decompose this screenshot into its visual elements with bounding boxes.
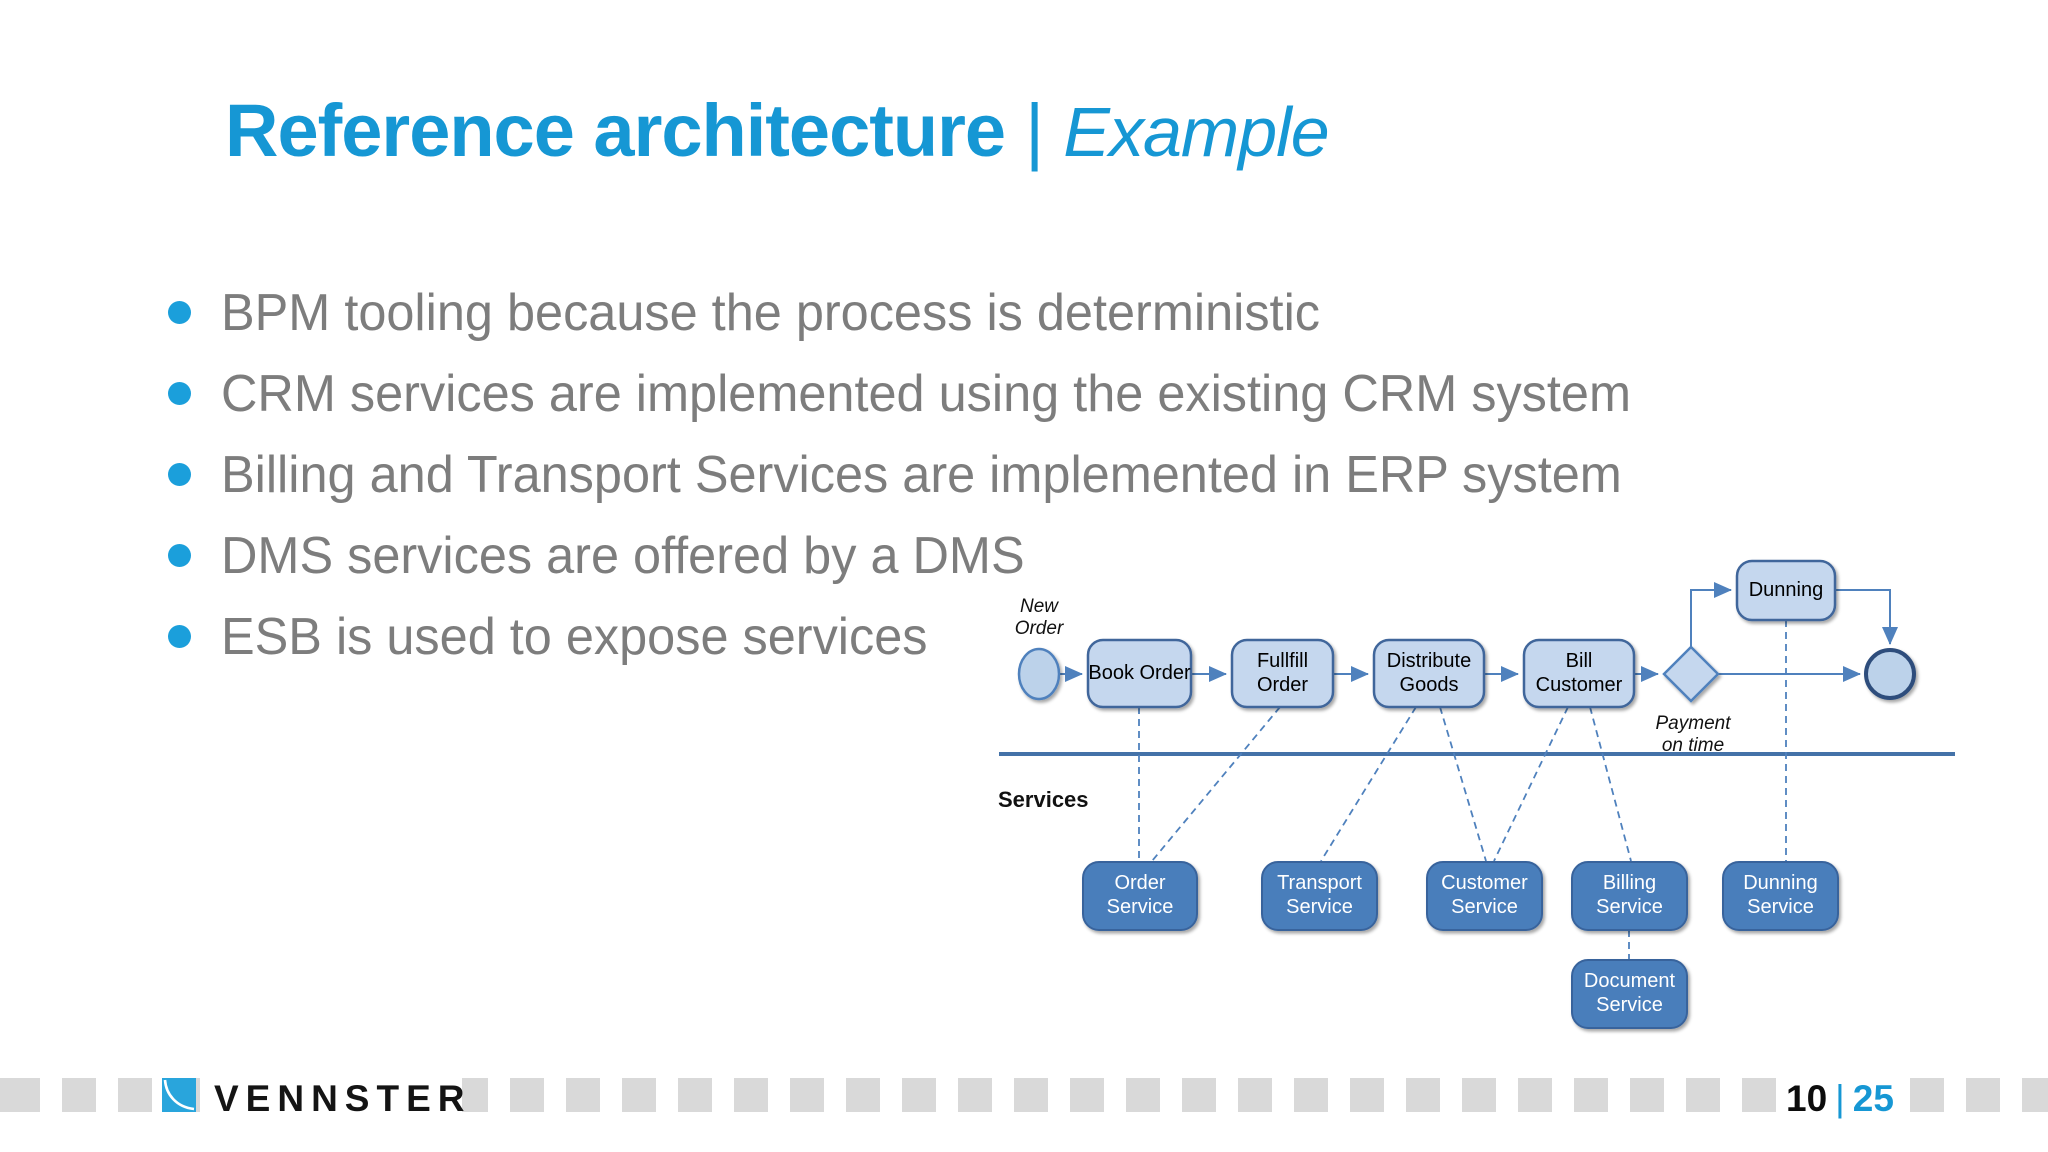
bullet-icon [168,301,191,324]
dunning-service-box [1722,861,1839,931]
bullet-text: BPM tooling because the process is deter… [221,283,1320,342]
page-number: 10|25 [1786,1078,1894,1120]
task-dunning-box [1735,559,1837,622]
sequence-flow-arrows [1060,582,1898,682]
task-book-order-label: Book Order [1088,661,1191,684]
services-lane-label: Services [998,787,1089,812]
gateway-diamond [1662,645,1720,703]
customer-service-box [1426,861,1543,931]
billing-service-box [1571,861,1688,931]
footer-brand-background [200,1072,462,1118]
title-emphasis: Example [1063,93,1329,171]
service-link-dashed-lines [1138,620,1787,959]
title-separator: | [1025,89,1044,172]
list-item: BPM tooling because the process is deter… [168,272,1675,353]
bullet-icon [168,625,191,648]
order-service-box [1082,861,1198,931]
customer-service-label: Customer Service [1441,872,1528,918]
document-service-box [1571,959,1688,1029]
bullet-text: ESB is used to expose services [221,607,928,666]
page-number-separator: | [1835,1078,1845,1119]
bullet-icon [168,463,191,486]
list-item: ESB is used to expose services [168,596,1675,677]
document-service-label: Document Service [1583,970,1676,1016]
vennster-logo-icon [162,1078,196,1112]
task-distribute-goods-box [1372,638,1486,709]
end-event-circle [1864,648,1916,700]
bullet-text: DMS services are offered by a DMS [221,526,1025,585]
task-dunning-label: Dunning [1748,578,1824,601]
task-bill-customer-box [1522,638,1636,709]
start-event-circle [1017,647,1061,701]
billing-service-label: Billing Service [1596,872,1663,918]
bullet-text: CRM services are implemented using the e… [221,364,1631,423]
bpmn-diagram-canvas [999,559,1955,1029]
bullet-list: BPM tooling because the process is deter… [168,272,1675,677]
task-fullfill-order-label: Fullfill Order [1256,649,1309,696]
bullet-icon [168,382,191,405]
bpmn-diagram: New Order Book Order Fullfill Order Dist… [990,540,2000,1040]
task-fullfill-order-box [1230,638,1335,709]
list-item: Billing and Transport Services are imple… [168,434,1675,515]
title-main: Reference architecture [225,89,1006,172]
process-task-boxes [1086,559,1837,709]
task-distribute-goods-label: Distribute Goods [1386,649,1472,696]
transport-service-box [1261,861,1378,931]
service-boxes [1082,861,1839,1029]
gateway-label: Payment on time [1655,712,1731,756]
page-title: Reference architecture|Example [225,88,1330,173]
list-item: DMS services are offered by a DMS [168,515,1675,596]
order-service-label: Order Service [1106,872,1174,918]
start-event-label: New Order [1014,595,1064,639]
page-current: 10 [1786,1078,1828,1119]
brand-name: VENNSTER [214,1078,472,1119]
list-item: CRM services are implemented using the e… [168,353,1675,434]
bullet-icon [168,544,191,567]
footer-pagenum-background [1780,1072,1906,1118]
task-bill-customer-label: Bill Customer [1535,649,1623,696]
bullet-text: Billing and Transport Services are imple… [221,445,1622,504]
transport-service-label: Transport Service [1277,872,1362,918]
task-book-order-box [1086,638,1193,709]
page-total: 25 [1852,1078,1894,1119]
dunning-service-label: Dunning Service [1743,872,1818,918]
